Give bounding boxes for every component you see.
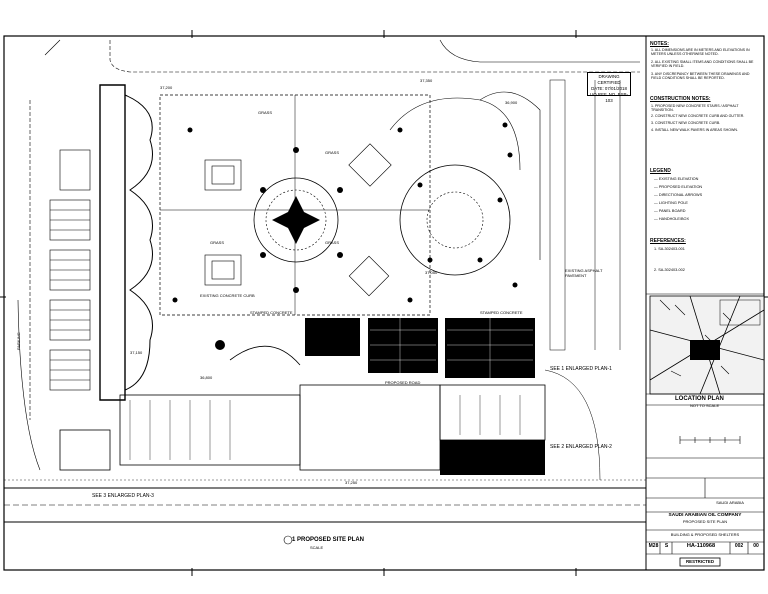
note-item: 3. ANY DISCREPANCY BETWEEN THESE DRAWING… xyxy=(651,72,750,81)
stamped-concrete-label-2: STAMPED CONCRETE xyxy=(480,310,523,315)
main-plan-scale: SCALE xyxy=(310,545,324,550)
legend-item: — EXISTING ELEVATION xyxy=(654,177,699,181)
grass-label-4: GRASS xyxy=(325,240,340,245)
legend-heading: LEGEND xyxy=(650,168,671,174)
construction-note: 2. CONSTRUCT NEW CONCRETE CURB AND GUTTE… xyxy=(651,114,745,118)
location-plan-title: LOCATION PLAN xyxy=(675,396,724,402)
location-name: SAUDI ARABIA xyxy=(716,500,744,505)
revision-number: 00 xyxy=(753,543,759,549)
company-name: SAUDI ARABIAN OIL COMPANY xyxy=(668,513,742,518)
legend-item: — HANDHOLE/BOX xyxy=(654,217,690,221)
construction-note: 3. CONSTRUCT NEW CONCRETE CURB. xyxy=(651,121,721,125)
elevation-label: 37,200 xyxy=(160,85,173,90)
reference-item: 1. SA-302403-001 xyxy=(654,247,685,251)
location-plan-scale: NOT TO SCALE xyxy=(690,403,720,408)
notes-heading: NOTES: xyxy=(650,41,669,47)
main-plan-title: 1 PROPOSED SITE PLAN xyxy=(292,537,365,543)
stamped-concrete-label-1: STAMPED CONCRETE xyxy=(250,310,293,315)
existing-asphalt-label: EXISTING ASPHALT PAVEMENT xyxy=(565,268,603,278)
elevation-label: 37,050 xyxy=(425,270,438,275)
drawing-certified-stamp: DRAWING CERTIFIED DATE: 07/01/2018 UO RE… xyxy=(587,72,631,103)
section-tag-1: SEE 1 ENLARGED PLAN-1 xyxy=(550,366,612,372)
elevation-label: 36,950 xyxy=(510,365,523,370)
restricted-stamp: RESTRICTED xyxy=(685,559,715,564)
construction-notes-heading: CONSTRUCTION NOTES: xyxy=(650,96,711,102)
drawing-title: PROPOSED SITE PLAN xyxy=(682,519,728,524)
legend-item: — PROPOSED ELEVATION xyxy=(654,185,703,189)
grass-label-1: GRASS xyxy=(258,110,273,115)
references-heading: REFERENCES: xyxy=(650,238,686,244)
construction-note: 1. PROPOSED NEW CONCRETE STAIRS / ASPHAL… xyxy=(651,104,739,113)
construction-note: 4. INSTALL NEW WALK PAVERS IN AREAS SHOW… xyxy=(651,128,738,132)
sheet-number: 002 xyxy=(734,543,744,549)
section-tag-3: SEE 3 ENLARGED PLAN-3 xyxy=(92,493,154,499)
legend-item: — LIGHTING POLE xyxy=(654,201,688,205)
drawing-number: HA-110968 xyxy=(686,543,716,549)
plant-code: M28 xyxy=(648,543,659,549)
elevation-label: 37,250 xyxy=(345,480,358,485)
reference-item: 2. SA-302403-002 xyxy=(654,268,685,272)
index-code: S xyxy=(664,543,669,549)
elevation-label: 36,800 xyxy=(200,375,213,380)
stamp-line-1: DRAWING CERTIFIED xyxy=(597,74,621,85)
parking-label: PARKING xyxy=(16,332,21,350)
section-tag-2: SEE 2 ENLARGED PLAN-2 xyxy=(550,444,612,450)
drawing-subtitle: BUILDING & PROPOSED SHELTERS xyxy=(670,532,740,537)
elevation-label: 37,150 xyxy=(130,350,143,355)
note-item: 1. ALL DIMENSIONS ARE IN METERS AND ELEV… xyxy=(651,48,750,57)
legend-item: — DIRECTIONAL ARROWS xyxy=(654,193,703,197)
elevation-label: 37,350 xyxy=(420,78,433,83)
note-item: 2. ALL EXISTING SMALL ITEMS AND CONDITIO… xyxy=(651,60,754,69)
elevation-label: 36,900 xyxy=(505,100,518,105)
proposed-road-label: PROPOSED ROAD xyxy=(385,380,421,385)
grass-label-3: GRASS xyxy=(210,240,225,245)
legend-item: — PANEL BOARD xyxy=(654,209,686,213)
stamp-line-3: UO REF. NO. BSP-103 xyxy=(590,92,628,103)
stamp-line-2: DATE: 07/01/2018 xyxy=(591,86,627,91)
grass-label-2: GRASS xyxy=(325,150,340,155)
existing-curb-label: EXISTING CONCRETE CURB xyxy=(200,293,255,298)
